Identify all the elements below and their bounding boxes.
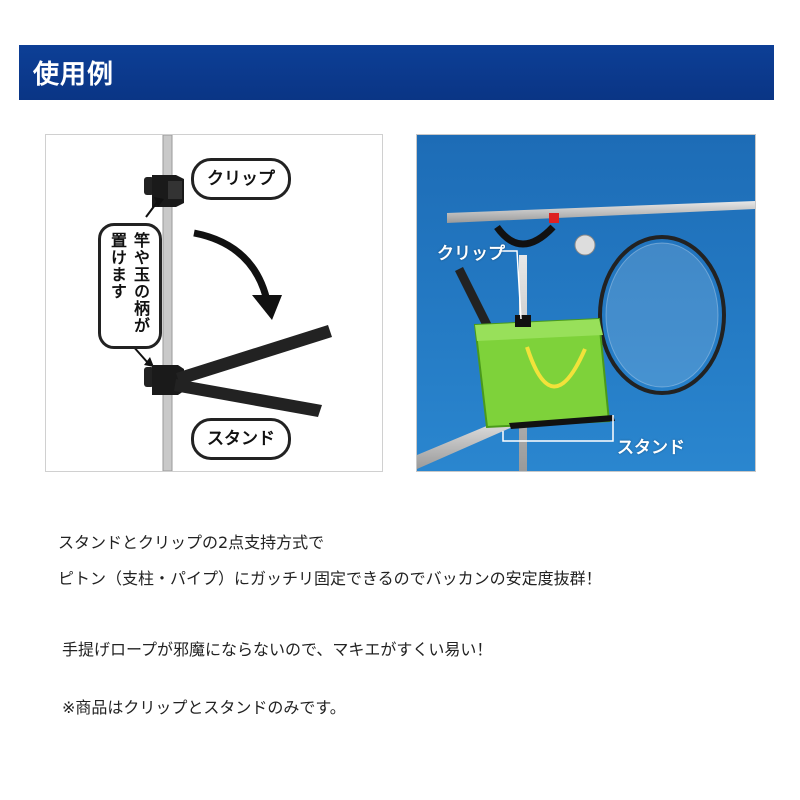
note-callout: 竿や玉の柄が 置けます [98, 223, 162, 349]
section-title: 使用例 [33, 60, 115, 90]
pole [162, 135, 173, 471]
description-line-3: 手提げロープが邪魔にならないので、マキエがすくい易い！ [62, 640, 493, 659]
bucket-rope [525, 346, 587, 389]
usage-photo: クリップ スタンド [416, 134, 756, 472]
clip-on-bucket [515, 315, 531, 327]
photo-clip-label: クリップ [437, 244, 505, 264]
diagram-drawing [131, 135, 332, 471]
arrow-head [252, 295, 282, 320]
rod-handle [455, 267, 495, 335]
section-header: 使用例 [19, 45, 774, 100]
stand-callout: スタンド [191, 418, 291, 460]
stand-part [144, 325, 332, 417]
note-line-2: 置けます [108, 232, 127, 300]
reel [574, 234, 596, 256]
pointer-arrow-up [145, 200, 159, 218]
usage-diagram: クリップ 竿や玉の柄が 置けます スタンド [45, 134, 383, 472]
clip-part [144, 175, 184, 207]
photo-stand-label: スタンド [617, 438, 685, 458]
landing-net-frame [598, 235, 726, 395]
product-note: ※商品はクリップとスタンドのみです。 [62, 698, 346, 717]
description-line-1: スタンドとクリップの2点支持方式で [58, 533, 325, 552]
diagonal-pole [417, 415, 517, 469]
stand-under-bucket [509, 415, 615, 429]
photo-drawing [417, 135, 755, 471]
curved-arrow [193, 229, 272, 306]
note-line-1: 竿や玉の柄が [131, 232, 150, 334]
rod-holder [494, 224, 556, 248]
description-line-2: ピトン（支柱・パイプ）にガッチリ固定できるのでバッカンの安定度抜群！ [58, 569, 602, 588]
clip-callout: クリップ [191, 158, 291, 200]
horizontal-rod [447, 201, 755, 223]
